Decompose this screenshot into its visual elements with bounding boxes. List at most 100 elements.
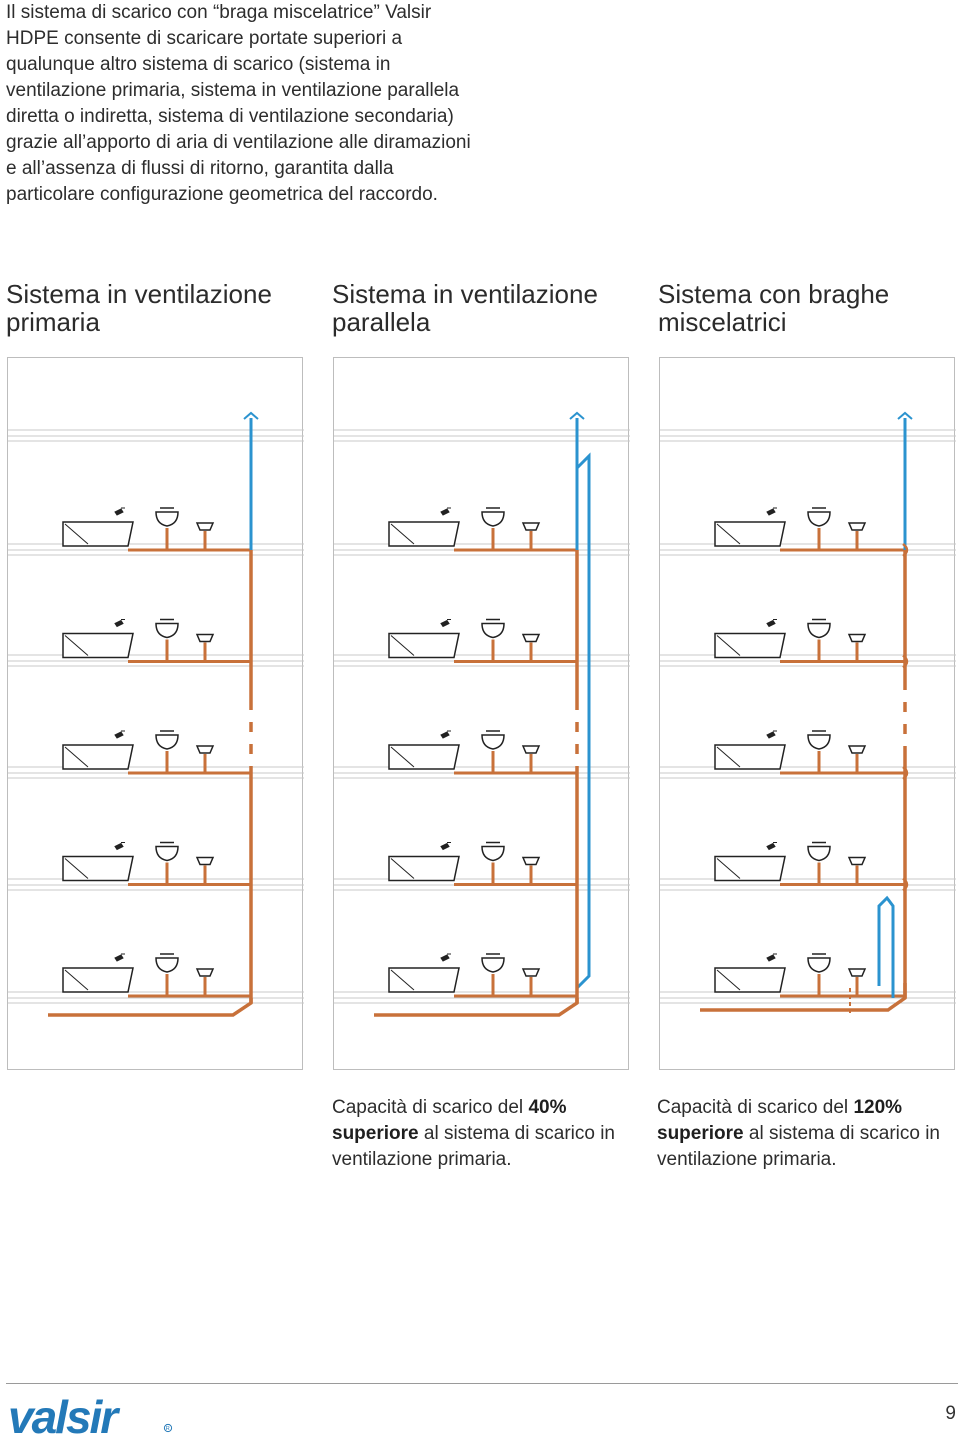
caption-mixing: Capacità di scarico del 120% superiore a… bbox=[657, 1095, 957, 1173]
caption-mixing-pre: Capacità di scarico del bbox=[657, 1097, 854, 1118]
washbasin-icon bbox=[807, 845, 831, 862]
vent-cap-icon bbox=[897, 411, 913, 420]
toilet-icon bbox=[521, 522, 541, 531]
faucet-icon bbox=[766, 507, 777, 516]
bathtub-icon bbox=[388, 855, 460, 882]
toilet-icon bbox=[195, 522, 215, 531]
footer-divider bbox=[6, 1383, 958, 1384]
vent-cap-icon bbox=[569, 411, 585, 420]
washbasin-icon bbox=[807, 957, 831, 973]
bathtub-icon bbox=[62, 521, 134, 547]
intro-paragraph: Il sistema di scarico con “braga miscela… bbox=[6, 2, 471, 205]
toilet-icon bbox=[195, 856, 215, 866]
diagram-mixing-branches bbox=[659, 357, 956, 1070]
toilet-icon bbox=[521, 745, 541, 754]
faucet-icon bbox=[440, 730, 451, 739]
washbasin-icon bbox=[155, 845, 179, 862]
bathtub-icon bbox=[714, 521, 786, 547]
bathtub-icon bbox=[62, 744, 134, 770]
bathtub-icon bbox=[390, 523, 415, 545]
bathtub-icon bbox=[716, 635, 741, 656]
building-parallel-svg bbox=[334, 411, 630, 1017]
parallel-vent-pipe bbox=[575, 452, 591, 990]
caption-parallel-pre: Capacità di scarico del bbox=[332, 1097, 529, 1118]
building-mixing-svg bbox=[660, 411, 956, 1013]
bathtub-icon bbox=[716, 969, 741, 991]
bathtub-icon bbox=[64, 635, 89, 656]
washbasin-icon bbox=[807, 622, 831, 639]
drain-outlet-pipe bbox=[700, 983, 907, 1012]
faucet-icon bbox=[114, 953, 125, 962]
bathtub-icon bbox=[716, 858, 741, 879]
bathtub-icon bbox=[64, 523, 89, 545]
faucet-icon bbox=[440, 619, 451, 628]
faucet-icon bbox=[114, 619, 125, 628]
bathtub-icon bbox=[390, 635, 415, 656]
svg-text:valsir: valsir bbox=[8, 1395, 120, 1439]
bathtub-icon bbox=[388, 632, 460, 659]
drain-outlet-pipe bbox=[48, 998, 253, 1017]
bathtub-icon bbox=[62, 855, 134, 882]
toilet-icon bbox=[195, 968, 215, 977]
washbasin-icon bbox=[807, 734, 831, 750]
valsir-logo: valsir R bbox=[6, 1391, 176, 1444]
toilet-icon bbox=[521, 968, 541, 977]
bathtub-icon bbox=[714, 855, 786, 882]
toilet-icon bbox=[195, 745, 215, 754]
title-parallel-ventilation: Sistema in ventilazione parallela bbox=[332, 279, 598, 337]
washbasin-icon bbox=[481, 845, 505, 862]
faucet-icon bbox=[440, 507, 451, 516]
washbasin-icon bbox=[481, 957, 505, 973]
bathtub-icon bbox=[714, 967, 786, 993]
caption-mixing-post: al sistema di scarico in ventilazione pr… bbox=[657, 1123, 940, 1170]
washbasin-icon bbox=[155, 957, 179, 973]
toilet-icon bbox=[521, 633, 541, 643]
faucet-icon bbox=[766, 619, 777, 628]
page-number: 9 bbox=[945, 1403, 956, 1424]
bathtub-icon bbox=[388, 521, 460, 547]
bathtub-icon bbox=[62, 632, 134, 659]
mixing-branch-fitting bbox=[902, 766, 909, 780]
caption-parallel-post: al sistema di scarico in ventilazione pr… bbox=[332, 1123, 615, 1170]
faucet-icon bbox=[114, 507, 125, 516]
bathtub-icon bbox=[64, 746, 89, 768]
bathtub-icon bbox=[64, 858, 89, 879]
building-primary-svg bbox=[8, 411, 304, 1017]
faucet-icon bbox=[766, 953, 777, 962]
vent-cap-icon bbox=[243, 411, 259, 420]
secondary-vent-pipe bbox=[877, 895, 895, 998]
bathtub-icon bbox=[64, 969, 89, 991]
diagram-parallel-ventilation bbox=[333, 357, 630, 1070]
caption-parallel: Capacità di scarico del 40% superiore al… bbox=[332, 1095, 632, 1173]
bathtub-icon bbox=[390, 969, 415, 991]
faucet-icon bbox=[114, 730, 125, 739]
washbasin-icon bbox=[481, 622, 505, 639]
bathtub-icon bbox=[714, 632, 786, 659]
caption-mixing-bold: 120% superiore bbox=[657, 1097, 903, 1144]
bathtub-icon bbox=[388, 744, 460, 770]
washbasin-icon bbox=[481, 511, 505, 527]
toilet-icon bbox=[847, 633, 867, 643]
mixing-branch-fitting bbox=[902, 877, 909, 892]
drain-outlet-pipe bbox=[374, 998, 579, 1017]
svg-text:R: R bbox=[166, 1426, 170, 1432]
toilet-icon bbox=[521, 856, 541, 866]
bathtub-icon bbox=[716, 746, 741, 768]
caption-parallel-bold: 40% superiore bbox=[332, 1097, 567, 1144]
toilet-icon bbox=[847, 968, 867, 977]
toilet-icon bbox=[847, 745, 867, 754]
washbasin-icon bbox=[481, 734, 505, 750]
bathtub-icon bbox=[714, 744, 786, 770]
washbasin-icon bbox=[155, 734, 179, 750]
bathtub-icon bbox=[390, 746, 415, 768]
washbasin-icon bbox=[807, 511, 831, 527]
diagram-primary-ventilation bbox=[7, 357, 304, 1070]
mixing-branch-fitting bbox=[902, 654, 909, 669]
toilet-icon bbox=[195, 633, 215, 643]
valsir-logo-image: valsir R bbox=[8, 1391, 173, 1443]
bathtub-icon bbox=[716, 523, 741, 545]
bathtub-icon bbox=[390, 858, 415, 879]
washbasin-icon bbox=[155, 622, 179, 639]
faucet-icon bbox=[440, 953, 451, 962]
mixing-branch-fitting bbox=[902, 543, 909, 557]
